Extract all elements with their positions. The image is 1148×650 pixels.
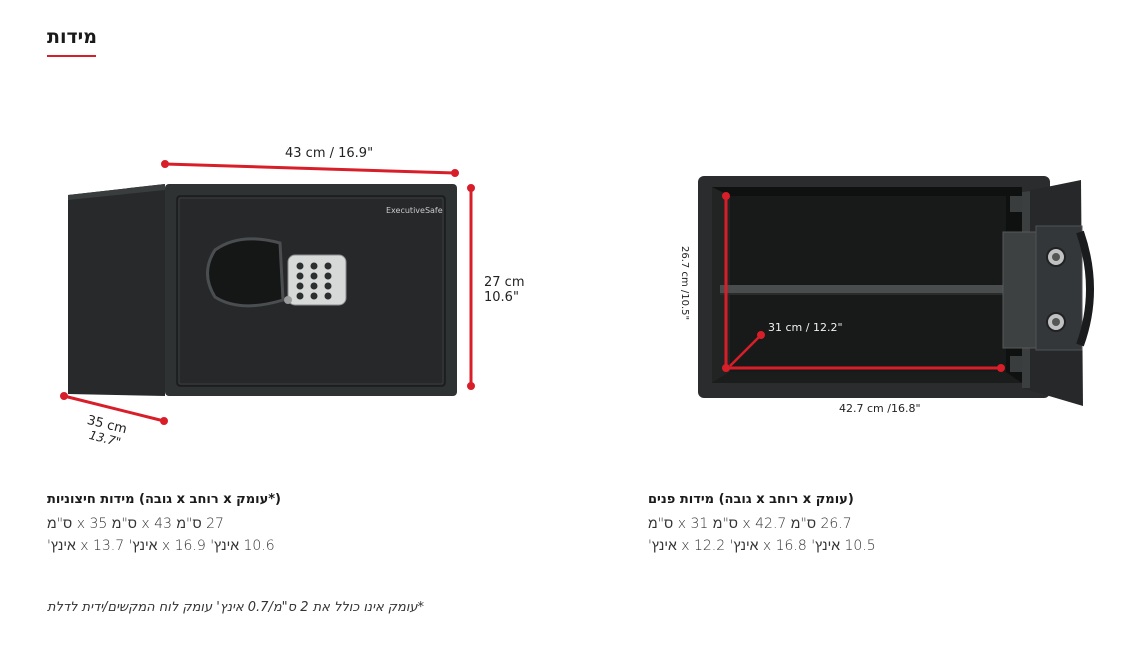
interior-width-label: 42.7 cm /16.8" (839, 402, 921, 415)
exterior-height-label-cm: 27 cm (484, 275, 525, 290)
exterior-specs: (*עומק x רוחב x גובה) מידות חיצוניות 27 … (47, 492, 281, 557)
page-title: מידות (47, 26, 98, 48)
interior-specs-heading: (עומק x רוחב x גובה) מידות פנים (648, 492, 854, 507)
interior-specs-cm: 26.7 ס"מ x 42.7 ס"מ x 31 ס"מ (648, 516, 852, 532)
exterior-height-label-in: 10.6" (484, 290, 519, 305)
interior-specs: (עומק x רוחב x גובה) מידות פנים 26.7 ס"מ… (648, 492, 876, 557)
footnote: *עומק אינו כולל את 2 ס"מ/0.7 אינץ' עומק … (47, 600, 425, 615)
exterior-specs-in: 10.6 אינץ' x 16.9 אינץ' x 13.7 אינץ' (47, 538, 275, 554)
exterior-specs-cm: 27 ס"מ x 43 ס"מ x 35 ס"מ (47, 516, 224, 532)
interior-depth-label: 31 cm / 12.2" (768, 321, 843, 334)
exterior-specs-heading: (*עומק x רוחב x גובה) מידות חיצוניות (47, 492, 281, 507)
interior-height-label: 26.7 cm /10.5" (679, 246, 690, 321)
brand-logo: ExecutiveSafe (386, 206, 443, 215)
interior-specs-in: 10.5 אינץ' x 16.8 אינץ' x 12.2 אינץ' (648, 538, 876, 554)
exterior-width-label: 43 cm / 16.9" (285, 146, 374, 161)
title-underline (47, 55, 96, 57)
